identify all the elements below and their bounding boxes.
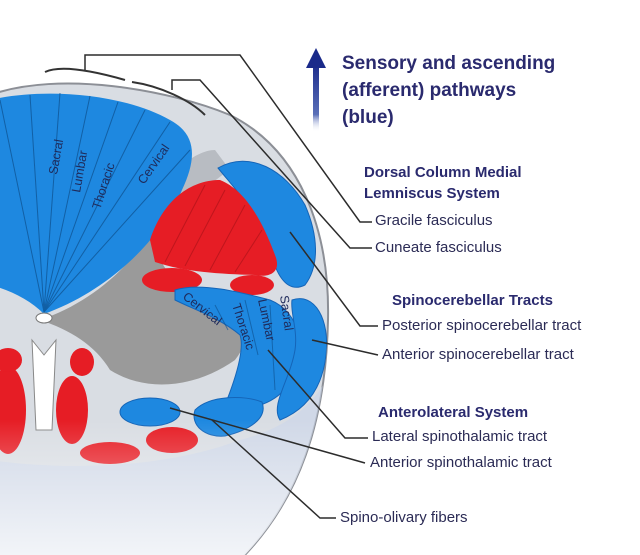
lateral-corticospinal-tract (150, 180, 278, 276)
gracile-bracket (44, 67, 126, 81)
cuneate-fasciculus-label: Cuneate fasciculus (375, 239, 502, 256)
anterior-spinothalamic-leader (169, 407, 366, 464)
upward-arrow-icon (306, 48, 326, 132)
title-line-2: (afferent) pathways (342, 80, 517, 101)
gracile-leader (84, 54, 372, 223)
anterior-spinocerebellar-leader (311, 339, 379, 356)
spino-olivary-leader (211, 419, 336, 519)
dorsal-segment-sacral: Sacral (46, 138, 66, 175)
anterior-spinothalamic-label: Anterior spinothalamic tract (370, 454, 552, 471)
dorsal-column-heading: Dorsal Column Medial Lemniscus System (364, 162, 522, 204)
anterolateral-heading: Anterolateral System (378, 404, 529, 421)
anterior-median-fissure (31, 338, 57, 431)
cuneate-bracket (131, 81, 206, 116)
posterior-spinocerebellar-label: Posterior spinocerebellar tract (382, 317, 582, 334)
title-line-3: (blue) (342, 107, 394, 128)
fasciculus-lines (0, 92, 191, 313)
red-ventral-4 (70, 348, 94, 376)
corticospinal-lines (164, 184, 263, 273)
anterior-spinocerebellar-label: Anterior spinocerebellar tract (382, 346, 574, 363)
diagram-title: Sensory and ascending (afferent) pathway… (342, 50, 555, 131)
rubrospinal-tract (142, 268, 202, 292)
cuneate-leader (171, 79, 372, 249)
spino-olivary-label: Spino-olivary fibers (340, 509, 468, 526)
dorsal-heading-line-2: Lemniscus System (364, 185, 500, 202)
red-tract-small (230, 275, 274, 295)
gracile-fasciculus-label: Gracile fasciculus (375, 212, 493, 229)
lateral-segment-sacral: Sacral (277, 294, 296, 331)
lateral-ascending-band (174, 286, 301, 408)
posterior-spinocerebellar-leader (289, 231, 378, 327)
spinocerebellar-heading: Spinocerebellar Tracts (392, 292, 553, 309)
anterior-spinocerebellar-tract (276, 298, 328, 421)
grey-matter (40, 157, 248, 385)
lateral-band-lines (214, 299, 276, 391)
central-canal (35, 312, 53, 324)
title-line-1: Sensory and ascending (342, 53, 556, 74)
dorsal-heading-line-1: Dorsal Column Medial (364, 164, 522, 181)
lateral-spinothalamic-label: Lateral spinothalamic tract (372, 428, 548, 445)
lateral-spinothalamic-leader (267, 349, 368, 439)
red-ventral-6 (0, 348, 22, 372)
